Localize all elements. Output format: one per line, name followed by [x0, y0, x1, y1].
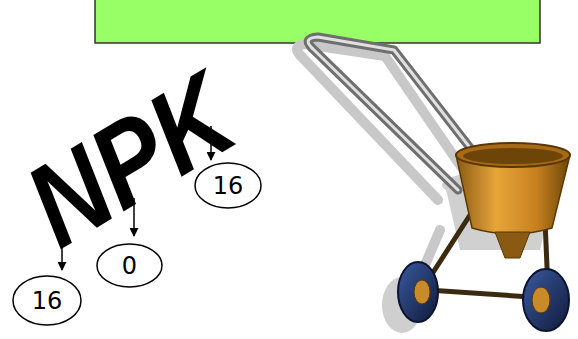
nutrient-value: 16: [12, 275, 82, 326]
nutrient-letters: NPK: [8, 54, 252, 265]
wheel: [398, 262, 438, 322]
ellipse-node: 16: [12, 275, 82, 326]
wheel-hub: [414, 280, 430, 304]
ellipse-shape: [13, 276, 81, 325]
ellipse-node: 0: [96, 243, 163, 288]
ellipse-shape: [97, 244, 162, 287]
hopper-rim: [456, 143, 570, 167]
hopper-spout: [495, 232, 530, 258]
spreader-handle: [308, 37, 478, 190]
nutrient-value: 0: [96, 243, 163, 288]
wheel-hub: [532, 287, 550, 313]
hopper-opening: [463, 148, 563, 164]
wheel: [523, 269, 569, 331]
